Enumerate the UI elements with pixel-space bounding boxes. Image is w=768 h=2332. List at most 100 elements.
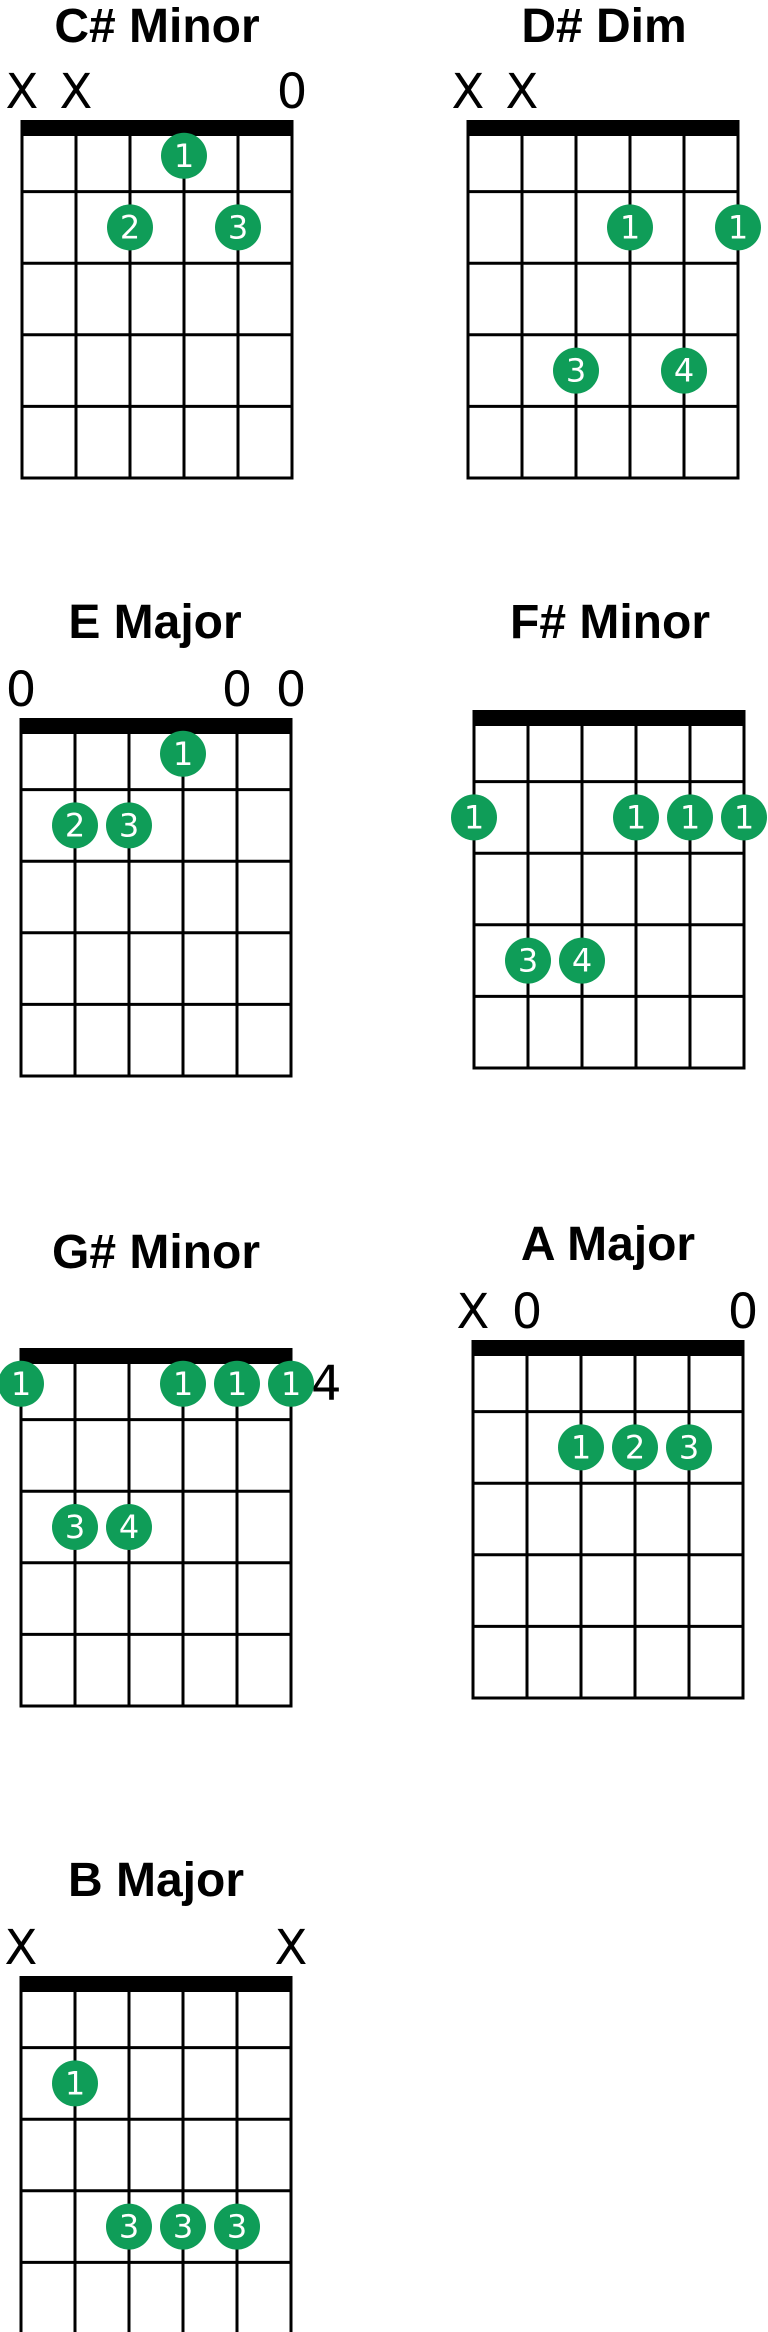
finger-dot-circle <box>106 802 152 849</box>
finger-dot-circle <box>0 1360 44 1407</box>
finger-number: 2 <box>120 208 140 246</box>
finger-dot-circle <box>52 2060 98 2107</box>
finger-dot: 1 <box>52 2060 98 2107</box>
open-string-marker: 0 <box>222 662 253 718</box>
finger-dot: 1 <box>451 794 497 841</box>
finger-number: 1 <box>464 798 484 836</box>
nut-bar <box>19 1976 293 1992</box>
finger-dot: 1 <box>613 794 659 841</box>
finger-number: 1 <box>620 208 640 246</box>
finger-number: 1 <box>174 137 194 175</box>
chord-title: F# Minor <box>510 596 710 649</box>
open-string-marker: 0 <box>276 662 307 718</box>
chord-title: E Major <box>68 596 241 649</box>
finger-number: 3 <box>119 806 139 844</box>
finger-dot: 2 <box>52 802 98 849</box>
finger-dot: 2 <box>612 1424 658 1471</box>
finger-dot-circle <box>553 347 599 394</box>
finger-dot: 4 <box>661 347 707 394</box>
finger-dot: 3 <box>215 204 261 251</box>
finger-number: 1 <box>734 798 754 836</box>
finger-number: 1 <box>281 1365 301 1403</box>
finger-number: 1 <box>227 1365 247 1403</box>
finger-dot-circle <box>107 204 153 251</box>
finger-dot: 4 <box>106 1504 152 1550</box>
finger-number: 4 <box>119 1508 139 1546</box>
finger-number: 3 <box>679 1428 699 1466</box>
finger-dot-circle <box>161 132 207 179</box>
nut-bar <box>19 718 293 734</box>
chord-title: C# Minor <box>54 0 259 53</box>
finger-dot-circle <box>666 1424 712 1471</box>
finger-dot-circle <box>106 1504 152 1550</box>
finger-dot-circle <box>612 1424 658 1471</box>
finger-dot-circle <box>106 2203 152 2250</box>
muted-string-marker: X <box>275 1920 308 1976</box>
nut-bar <box>20 120 294 136</box>
chord-title: B Major <box>68 1854 244 1907</box>
finger-dot: 1 <box>161 132 207 179</box>
finger-dot: 1 <box>607 204 653 251</box>
finger-dot: 1 <box>667 794 713 841</box>
finger-dot: 3 <box>106 802 152 849</box>
chord-title: A Major <box>521 1218 695 1271</box>
finger-number: 4 <box>674 352 694 390</box>
finger-number: 4 <box>572 942 592 980</box>
finger-dot: 3 <box>553 347 599 394</box>
finger-dot: 1 <box>721 794 767 841</box>
muted-string-marker: X <box>506 64 539 120</box>
chord-title: D# Dim <box>521 0 686 53</box>
muted-string-marker: X <box>5 1920 38 1976</box>
finger-number: 1 <box>11 1365 31 1403</box>
finger-dot: 1 <box>214 1360 260 1407</box>
nut-bar <box>471 1340 745 1356</box>
fret-position-label: 4 <box>311 1356 342 1412</box>
finger-dot-circle <box>721 794 767 841</box>
open-string-marker: 0 <box>277 64 308 120</box>
finger-number: 2 <box>625 1428 645 1466</box>
finger-dot: 3 <box>160 2203 206 2250</box>
finger-dot-circle <box>613 794 659 841</box>
finger-number: 3 <box>173 2208 193 2246</box>
finger-dot: 1 <box>160 730 206 777</box>
finger-number: 3 <box>65 1508 85 1546</box>
finger-number: 3 <box>227 2208 247 2246</box>
finger-number: 3 <box>228 208 248 246</box>
finger-dot: 3 <box>214 2203 260 2250</box>
finger-dot-circle <box>52 802 98 849</box>
finger-number: 1 <box>571 1428 591 1466</box>
finger-dot-circle <box>214 1360 260 1407</box>
finger-dot: 1 <box>715 204 761 251</box>
finger-dot-circle <box>607 204 653 251</box>
finger-dot: 1 <box>268 1360 314 1407</box>
finger-dot-circle <box>268 1360 314 1407</box>
finger-dot: 1 <box>0 1360 44 1407</box>
finger-number: 3 <box>566 352 586 390</box>
muted-string-marker: X <box>60 64 93 120</box>
nut-bar <box>472 710 746 726</box>
finger-number: 3 <box>518 942 538 980</box>
finger-dot-circle <box>559 937 605 984</box>
finger-dot: 2 <box>107 204 153 251</box>
finger-dot-circle <box>667 794 713 841</box>
finger-dot-circle <box>215 204 261 251</box>
finger-dot: 1 <box>558 1424 604 1471</box>
finger-dot: 3 <box>106 2203 152 2250</box>
finger-number: 1 <box>680 798 700 836</box>
finger-dot: 4 <box>559 937 605 984</box>
open-string-marker: 0 <box>512 1284 543 1340</box>
muted-string-marker: X <box>6 64 39 120</box>
finger-number: 1 <box>626 798 646 836</box>
finger-dot: 3 <box>52 1504 98 1550</box>
finger-dot: 3 <box>505 937 551 984</box>
finger-dot-circle <box>715 204 761 251</box>
finger-dot-circle <box>160 730 206 777</box>
finger-dot-circle <box>661 347 707 394</box>
finger-dot-circle <box>160 2203 206 2250</box>
